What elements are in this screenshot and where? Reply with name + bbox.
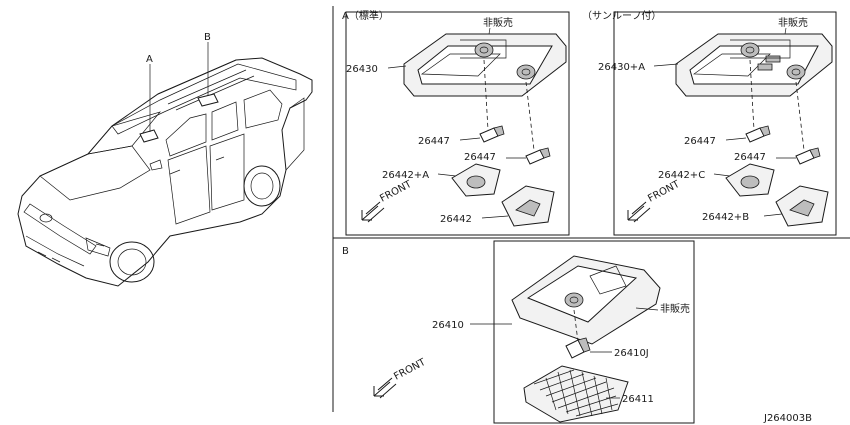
callout-b-label: B [204,32,211,43]
part-26442-label: 26442 [440,214,472,225]
part-26447-left-sr-label: 26447 [684,136,716,147]
panel-a1-not-sold: 非販売 [483,16,513,29]
part-26442a-label: 26442+A [382,170,429,181]
panel-b-not-sold: 非販売 [660,302,690,315]
panel-a-sunroof: （サンルーフ付） 非販売 26430+A 26447 26447 [582,9,837,236]
panel-a2-not-sold: 非販売 [778,16,808,29]
callout-a-label: A [146,54,153,65]
panel-a2-front: FRONT [646,178,682,204]
panel-b-frame [493,240,695,424]
bulb-26447-right [525,147,551,165]
part-26442b-label: 26442+B [702,212,749,223]
panel-b-front: FRONT [392,356,428,382]
part-26447-left-label: 26447 [418,136,450,147]
panel-b: B 非販売 26410 26410J 26411 FRONT [342,240,695,424]
part-26410-label: 26410 [432,320,464,331]
bulb-26447-right-sr [795,147,821,165]
bulb-26447-left [479,125,505,143]
diagram-id: J264003B [763,413,812,424]
vehicle-illustration: A B [17,32,313,287]
panel-a1-title: A（標準） [342,9,389,22]
panel-a2-frame [613,11,837,236]
lens-26411 [523,365,629,423]
roof-lamp-b-marker [197,93,219,107]
bulb-26447-left-sr [745,125,771,143]
part-26442c-label: 26442+C [658,170,705,181]
panel-a2-title: （サンルーフ付） [582,9,661,22]
panel-a-standard: A（標準） 非販売 26430 26447 26447 [342,9,570,236]
part-26447-right-label: 26447 [464,152,496,163]
panel-a1-frame [345,11,570,236]
part-26410j-label: 26410J [614,348,649,359]
part-26430-label: 26430 [346,64,378,75]
roof-lamp-a-marker [139,129,159,143]
part-26411-label: 26411 [622,394,654,405]
part-26430a-label: 26430+A [598,62,645,73]
panel-a1-front: FRONT [378,178,414,204]
panel-b-title: B [342,246,349,257]
part-26447-right-sr-label: 26447 [734,152,766,163]
bulb-26410j [565,337,591,359]
